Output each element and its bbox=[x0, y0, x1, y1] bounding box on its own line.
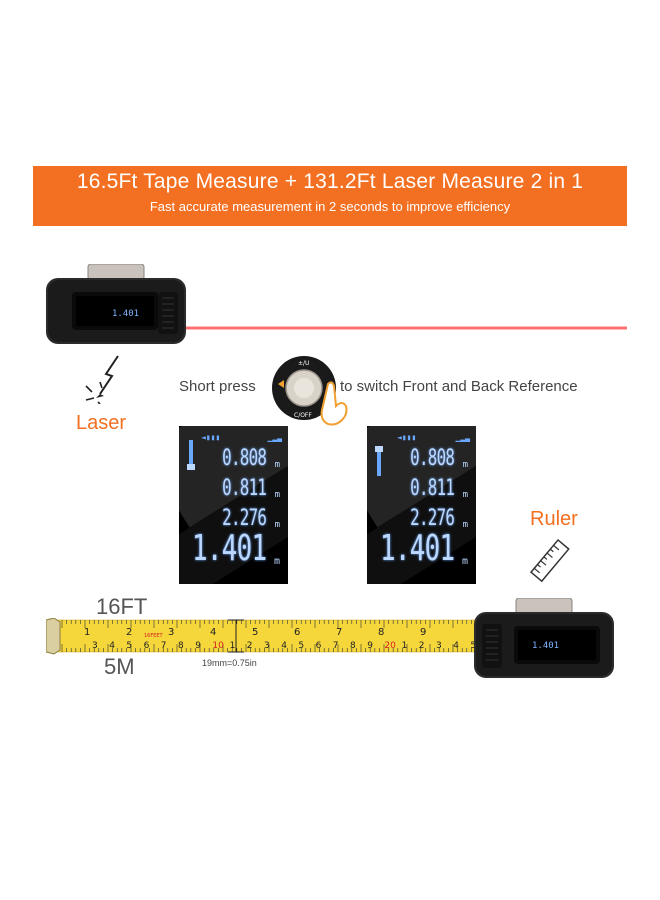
metric-length-label: 5M bbox=[104, 654, 135, 679]
display-unit: m bbox=[462, 460, 468, 470]
display-unit: m bbox=[462, 520, 468, 530]
laser-burst-icon bbox=[85, 355, 119, 404]
header-banner: 16.5Ft Tape Measure + 131.2Ft Laser Meas… bbox=[33, 166, 627, 226]
tape-cm-number: 5 bbox=[298, 641, 304, 651]
tape-inch-number: 5 bbox=[252, 627, 258, 638]
display-unit: m bbox=[273, 556, 280, 567]
tape-cm-number: 4 bbox=[453, 641, 459, 651]
tape-width-note: 19mm=0.75in bbox=[202, 658, 257, 668]
dial-top-label: ±/U bbox=[298, 360, 309, 367]
tape-cm-number: 3 bbox=[264, 641, 270, 651]
display-unit: m bbox=[274, 520, 280, 530]
display-main-value: 1.401 bbox=[191, 528, 267, 569]
tape-cm-number: 7 bbox=[333, 641, 339, 651]
switch-reference-text: to switch Front and Back Reference bbox=[340, 378, 578, 395]
lcd-display-front: ◄▮▮▮ ▁▂▃ 0.808 m 0.811 m 2.276 m 1.401 m bbox=[179, 426, 288, 584]
battery-icon: ◄▮▮▮ bbox=[397, 433, 417, 442]
svg-text:1.401: 1.401 bbox=[532, 641, 559, 651]
display-main-value: 1.401 bbox=[379, 528, 455, 569]
tape-cm-number: 5 bbox=[126, 641, 132, 651]
tape-cm-number: 6 bbox=[144, 641, 150, 651]
tape-cm-number: 4 bbox=[281, 641, 287, 651]
laser-device-bottom: 1.401 bbox=[474, 598, 614, 678]
tape-cm-number: 3 bbox=[436, 641, 442, 651]
imperial-length-label: 16FT bbox=[96, 594, 148, 619]
tape-cm-number: 7 bbox=[161, 641, 167, 651]
display-value-2: 0.811 bbox=[221, 476, 267, 501]
signal-icon: ▁▂▃ bbox=[267, 433, 282, 442]
tape-cm-number: 9 bbox=[367, 641, 373, 651]
display-unit: m bbox=[274, 490, 280, 500]
tape-cm-number: 4 bbox=[109, 641, 115, 651]
tape-inch-number: 4 bbox=[210, 627, 216, 638]
lcd-display-back: ◄▮▮▮ ▁▂▃ 0.808 m 0.811 m 2.276 m 1.401 m bbox=[367, 426, 476, 584]
laser-beam bbox=[180, 326, 627, 330]
battery-icon: ◄▮▮▮ bbox=[201, 433, 221, 442]
display-unit: m bbox=[274, 460, 280, 470]
svg-text:1.401: 1.401 bbox=[112, 309, 139, 319]
display-value-2: 0.811 bbox=[409, 476, 455, 501]
tape-inch-number: 8 bbox=[378, 627, 384, 638]
tape-cm-number: 5 bbox=[470, 641, 476, 651]
pointing-hand-icon bbox=[320, 381, 348, 426]
reference-indicator-icon bbox=[187, 440, 195, 470]
tape-inch-number: 1 bbox=[84, 627, 90, 638]
tape-inch-number: 2 bbox=[126, 627, 132, 638]
reference-indicator-icon bbox=[375, 446, 383, 476]
dial-bottom-label: C/OFF bbox=[294, 412, 312, 419]
tape-hook bbox=[46, 618, 61, 655]
banner-title: 16.5Ft Tape Measure + 131.2Ft Laser Meas… bbox=[76, 170, 584, 193]
mode-dial-button[interactable]: ±/U C/OFF bbox=[270, 354, 352, 428]
display-unit: m bbox=[462, 490, 468, 500]
tape-cm-number: 1 bbox=[230, 641, 236, 651]
banner-subtitle: Fast accurate measurement in 2 seconds t… bbox=[149, 199, 511, 214]
tape-cm-number: 2 bbox=[419, 641, 425, 651]
ruler-icon bbox=[529, 538, 570, 583]
tape-cm-number: 8 bbox=[178, 641, 184, 651]
tape-cm-number: 2 bbox=[247, 641, 253, 651]
tape-inch-number: 9 bbox=[420, 627, 426, 638]
tape-inch-number: 6 bbox=[294, 627, 300, 638]
tape-cm-number: 8 bbox=[350, 641, 356, 651]
display-value-1: 0.808 bbox=[409, 446, 455, 471]
signal-icon: ▁▂▃ bbox=[455, 433, 470, 442]
tape-inch-number: 3 bbox=[168, 627, 174, 638]
tape-cm-number: 6 bbox=[316, 641, 322, 651]
laser-device-top: 1.401 bbox=[46, 264, 186, 344]
ruler-label: Ruler bbox=[530, 508, 578, 530]
display-value-3: 2.276 bbox=[221, 506, 267, 531]
tape-brand-text: 16FEET bbox=[144, 633, 164, 639]
tape-cm-number: 20 bbox=[384, 641, 396, 651]
tape-inch-number: 7 bbox=[336, 627, 342, 638]
tape-cm-number: 9 bbox=[195, 641, 201, 651]
tape-cm-number: 3 bbox=[92, 641, 98, 651]
display-value-3: 2.276 bbox=[409, 506, 455, 531]
laser-label: Laser bbox=[76, 412, 127, 434]
tape-cm-number: 1 bbox=[402, 641, 408, 651]
tape-cm-number: 10 bbox=[212, 641, 224, 651]
display-unit: m bbox=[461, 556, 468, 567]
display-value-1: 0.808 bbox=[221, 446, 267, 471]
short-press-text: Short press bbox=[179, 378, 256, 395]
